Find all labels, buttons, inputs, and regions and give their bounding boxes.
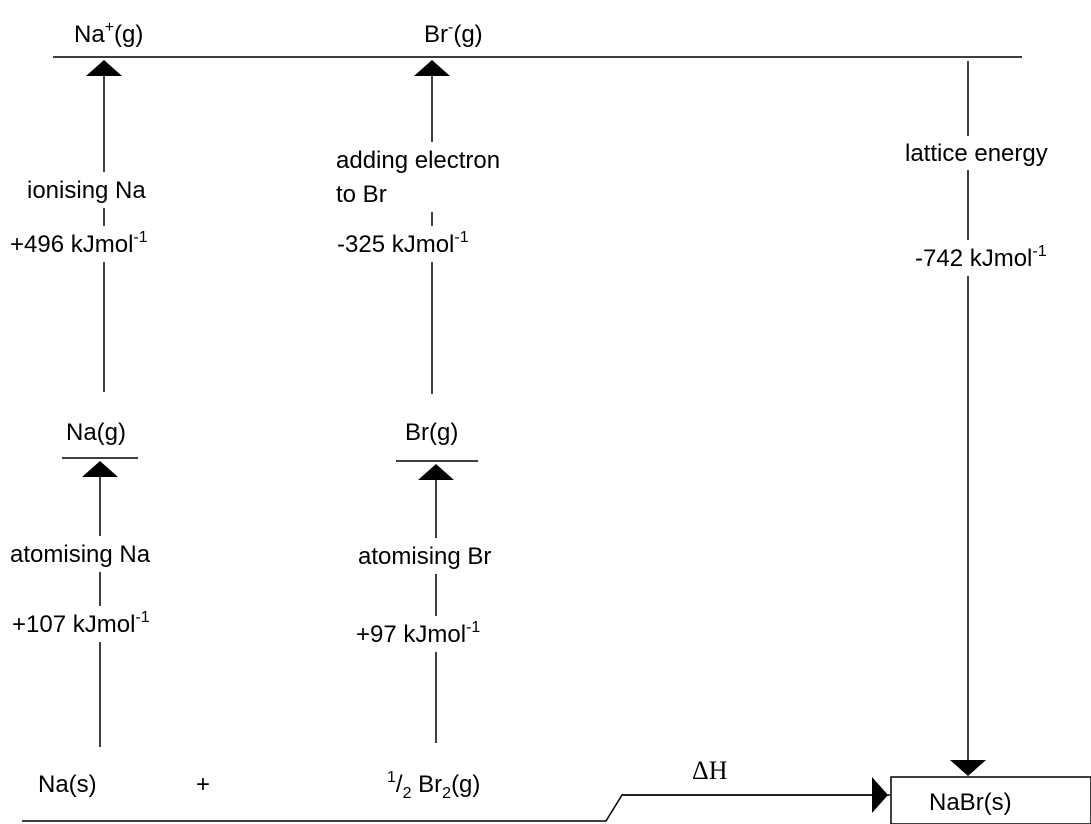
adding-electron-value: -325 kJmol-1 — [337, 229, 469, 258]
mask-adding-electron-value — [332, 226, 532, 262]
mask-lattice-energy-value — [910, 240, 1091, 276]
plus-sign: + — [196, 771, 210, 798]
nabr-solid-label: NaBr(s) — [929, 789, 1012, 816]
bottom-energy-level — [22, 794, 890, 822]
ionising-na-label: ionising Na — [27, 177, 146, 204]
na-solid-label: Na(s) — [38, 771, 97, 798]
atomising-br-label: atomising Br — [358, 543, 491, 570]
ionising-na-value: +496 kJmol-1 — [10, 229, 148, 258]
lattice-energy-label: lattice energy — [905, 140, 1048, 167]
mask-atomising-br — [354, 538, 540, 574]
br-ion-label: Br-(g) — [424, 19, 483, 48]
atomising-na-value: +107 kJmol-1 — [12, 609, 150, 638]
lattice-energy-value: -742 kJmol-1 — [915, 243, 1047, 272]
half-br2-label: 1/2 Br2(g) — [387, 769, 480, 802]
mask-adding-electron — [330, 142, 566, 212]
mask-ionising-na — [20, 172, 196, 208]
na-gas-label: Na(g) — [66, 419, 126, 446]
atomising-na-label: atomising Na — [10, 541, 151, 568]
mask-atomising-na-value — [6, 606, 204, 642]
delta-h-label: ΔH — [692, 756, 728, 785]
na-ion-label: Na+(g) — [74, 19, 143, 48]
nabr-product-box — [890, 776, 1091, 824]
br-gas-label: Br(g) — [405, 419, 458, 446]
mask-atomising-na — [6, 536, 204, 572]
mask-atomising-br-value — [352, 616, 534, 652]
atomising-br-value: +97 kJmol-1 — [356, 619, 480, 648]
mask-ionising-na-value — [6, 226, 204, 262]
mask-lattice-energy — [900, 136, 1091, 170]
